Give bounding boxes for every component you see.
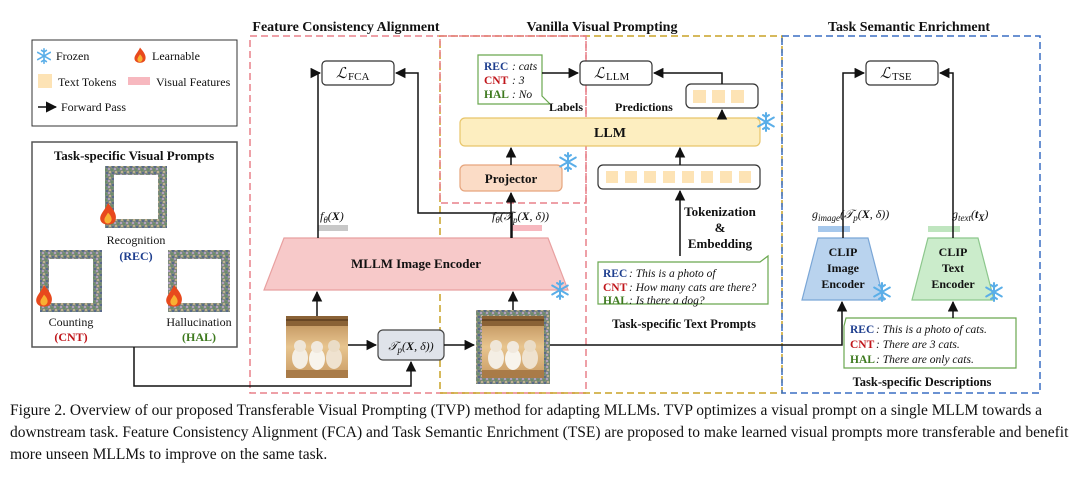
descriptions-title: Task-specific Descriptions	[853, 375, 992, 389]
label-cnt-key: CNT	[484, 75, 509, 87]
visual-feature-swatch	[128, 77, 150, 85]
clip-image-l1: CLIP	[829, 245, 858, 259]
loss-tse-box: ℒ TSE	[865, 60, 939, 86]
llm-block: LLM	[459, 117, 761, 147]
clip-text-l2: Text	[942, 261, 964, 275]
legend-forward-pass: Forward Pass	[61, 100, 126, 114]
text-token-swatch	[38, 74, 52, 88]
hal-label: Hallucination	[166, 315, 231, 329]
label-hal-value: : No	[512, 89, 532, 101]
legend-learnable: Learnable	[152, 49, 200, 63]
desc-cnt-key: CNT	[850, 339, 875, 351]
prediction-tokens	[685, 83, 759, 109]
labels-box: REC : cats CNT : 3 HAL : No	[477, 54, 552, 105]
f-theta-x: fθ(X)	[320, 209, 344, 225]
g-text: gtext(tX)	[952, 207, 988, 223]
visual-prompts-title: Task-specific Visual Prompts	[54, 148, 214, 163]
desc-cnt-value: : There are 3 cats.	[876, 339, 960, 351]
tse-frame	[781, 35, 1041, 394]
prompt-hal-key: HAL	[603, 295, 628, 307]
legend-text-tokens: Text Tokens	[58, 75, 117, 89]
mllm-image-encoder: MLLM Image Encoder	[263, 237, 569, 291]
visual-prompts-panel: Task-specific Visual Prompts Recognition…	[31, 141, 238, 348]
forward-arrows	[133, 67, 959, 387]
clip-text-l3: Encoder	[931, 277, 975, 291]
rec-label: Recognition	[107, 233, 166, 247]
clean-feature-bar	[318, 225, 348, 231]
prompt-cnt-value: : How many cats are there?	[629, 282, 756, 294]
prompt-cnt-key: CNT	[603, 282, 628, 294]
fca-title: Feature Consistency Alignment	[252, 20, 440, 35]
svg-text:ℒ: ℒ	[336, 66, 348, 82]
label-cnt-value: : 3	[512, 75, 525, 87]
text-prompts-title: Task-specific Text Prompts	[612, 317, 756, 331]
svg-text:ℒ: ℒ	[880, 66, 892, 82]
text-feature-bar	[928, 226, 960, 232]
rec-tag: (REC)	[119, 249, 152, 263]
llm-label: LLM	[594, 126, 626, 141]
prompted-feature-bar	[512, 225, 542, 231]
prompt-rec-key: REC	[603, 268, 627, 280]
fca-overlap-frame	[439, 35, 587, 204]
prompt-hal-value: : Is there a dog?	[629, 295, 705, 307]
clip-text-encoder: CLIP Text Encoder	[911, 237, 995, 301]
f-theta-tpx: fθ(𝒯p(X, δ))	[492, 209, 549, 225]
loss-fca-sub: FCA	[348, 71, 369, 83]
input-image	[285, 315, 349, 379]
legend: Frozen Learnable Text Tokens Visual Feat…	[31, 39, 238, 127]
text-embedding-tokens	[597, 164, 761, 190]
projector-label: Projector	[485, 171, 538, 186]
loss-fca-box: ℒ FCA	[321, 60, 395, 86]
tokenization-l3: Embedding	[688, 236, 753, 251]
desc-hal-value: : There are only cats.	[876, 354, 974, 366]
labels-title: Labels	[549, 100, 583, 114]
tokenization-l1: Tokenization	[684, 204, 757, 219]
loss-tse-sub: TSE	[892, 71, 912, 83]
clip-image-l3: Encoder	[821, 277, 865, 291]
legend-visual-features: Visual Features	[156, 75, 231, 89]
descriptions-box: REC : This is a photo of cats. CNT : The…	[843, 317, 1017, 369]
legend-frozen: Frozen	[56, 49, 89, 63]
svg-text:𝒯p(X, δ)): 𝒯p(X, δ))	[388, 339, 433, 355]
tse-title: Task Semantic Enrichment	[828, 20, 990, 35]
cnt-tag: (CNT)	[54, 330, 87, 344]
label-rec-value: : cats	[512, 61, 538, 73]
desc-hal-key: HAL	[850, 354, 875, 366]
cnt-label: Counting	[49, 315, 94, 329]
clip-image-l2: Image	[827, 261, 860, 275]
vvp-title: Vanilla Visual Prompting	[527, 20, 678, 35]
svg-text:ℒ: ℒ	[594, 66, 606, 82]
desc-rec-value: : This is a photo of cats.	[876, 324, 987, 336]
text-prompts-box: REC : This is a photo of CNT : How many …	[597, 254, 769, 307]
prompted-image	[476, 310, 550, 384]
clip-text-l1: CLIP	[939, 245, 968, 259]
snowflake-icon	[559, 152, 577, 172]
label-hal-key: HAL	[484, 89, 509, 101]
loss-llm-sub: LLM	[606, 71, 629, 83]
g-image: gimage(𝒯p(X, δ))	[812, 207, 889, 223]
prompt-function-box: 𝒯p(X, δ))	[377, 329, 445, 361]
hal-tag: (HAL)	[182, 330, 216, 344]
mllm-encoder-label: MLLM Image Encoder	[351, 256, 481, 271]
image-feature-bar	[818, 226, 850, 232]
prompt-rec-value: : This is a photo of	[629, 268, 717, 280]
tokenization-l2: &	[715, 220, 726, 235]
projector-block: Projector	[459, 164, 563, 192]
label-rec-key: REC	[484, 61, 508, 73]
figure-caption: Figure 2. Overview of our proposed Trans…	[10, 402, 1069, 463]
fca-frame	[249, 35, 587, 394]
predictions-title: Predictions	[615, 100, 673, 114]
loss-llm-box: ℒ LLM	[579, 60, 653, 86]
clip-image-encoder: CLIP Image Encoder	[801, 237, 885, 301]
desc-rec-key: REC	[850, 324, 874, 336]
